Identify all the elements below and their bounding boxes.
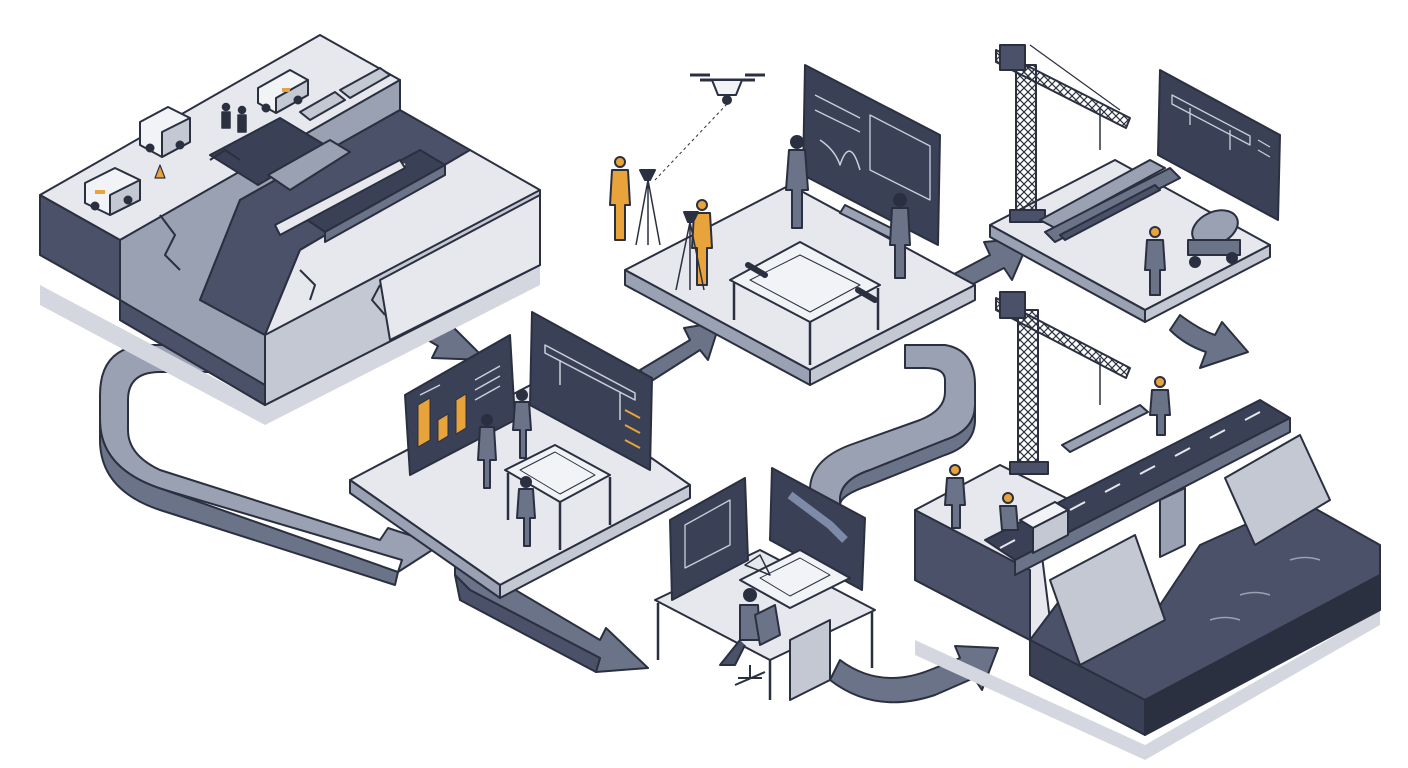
crane-construction-icon — [995, 291, 1149, 475]
flow-arrow-analysis-to-survey — [639, 321, 721, 383]
cement-mixer-icon — [1187, 209, 1241, 268]
stage-site-survey — [609, 64, 976, 386]
worker-figures — [221, 102, 247, 133]
stage-fabrication — [989, 44, 1281, 323]
cad-workstation-icon — [669, 467, 866, 609]
construction-workers — [944, 376, 1171, 554]
analysis-screens-icon — [404, 311, 653, 476]
engineer-figures — [477, 389, 536, 547]
reviewer-figures — [785, 135, 911, 279]
flow-arrow-fabrication-to-construction — [1169, 314, 1249, 369]
crane-fabrication-icon — [995, 44, 1131, 223]
ambulance-icon — [139, 106, 191, 158]
stage-cad-design — [654, 467, 876, 701]
stage-damaged-bridge — [39, 34, 541, 425]
surveyor-figures — [609, 156, 713, 291]
stage-data-analysis — [349, 311, 691, 599]
utility-van-icon — [84, 167, 141, 216]
designer-figure — [719, 588, 781, 686]
survey-drone-icon — [654, 73, 765, 181]
fabrication-screen-icon — [1157, 69, 1281, 221]
worker-figure — [1144, 226, 1166, 296]
traffic-cone-icon — [154, 164, 166, 179]
crack-mark — [159, 149, 386, 316]
stage-bridge-construction — [914, 291, 1381, 760]
service-truck-icon — [257, 69, 309, 114]
